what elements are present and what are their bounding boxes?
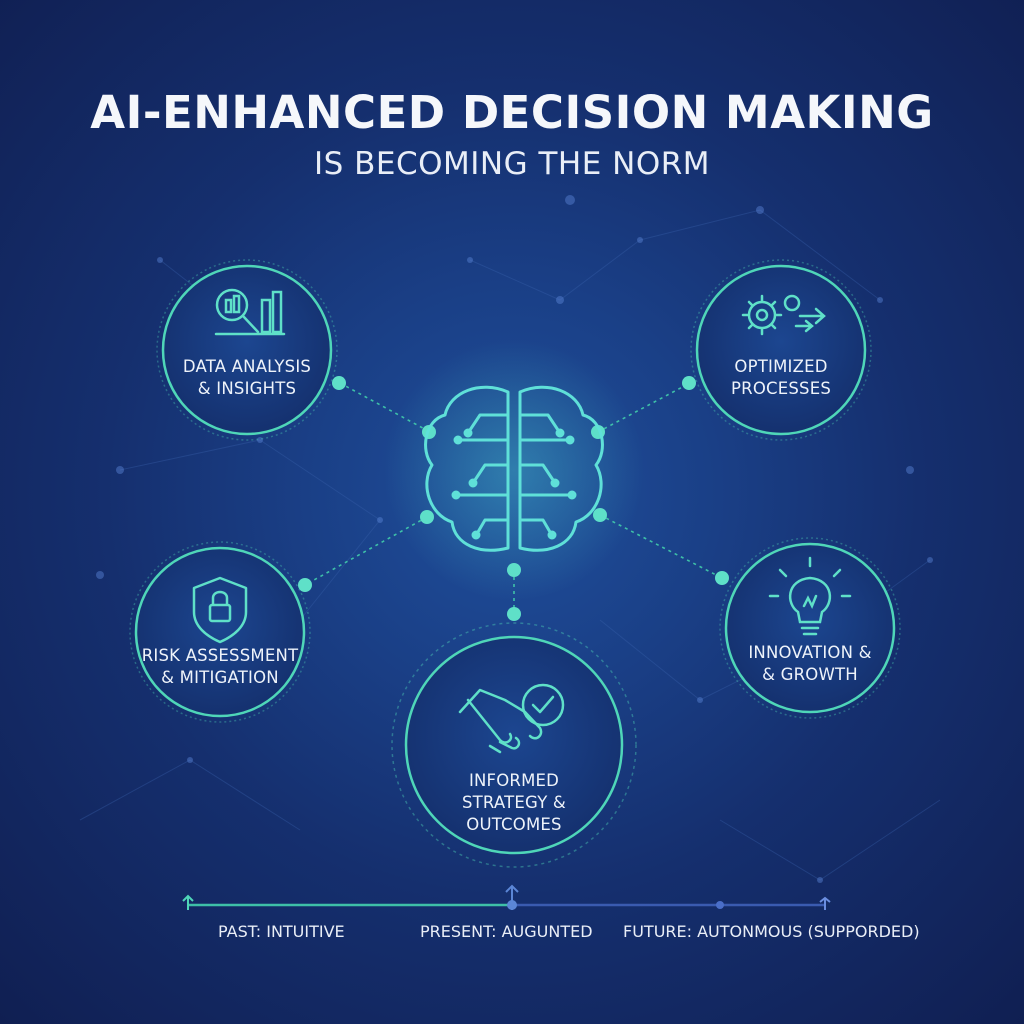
- node-data-line2: & INSIGHTS: [197, 379, 297, 398]
- brain-circuit-icon: [424, 385, 604, 552]
- timeline-past-label: PAST: INTUITIVE: [218, 922, 345, 941]
- node-risk-line1: RISK ASSESSMENT: [141, 646, 299, 665]
- node-strategy-line2: STRATEGY & OUTCOMES: [461, 793, 566, 834]
- page-title: AI-ENHANCED DECISION MAKING: [90, 86, 934, 139]
- timeline-present-label: PRESENT: AUGUNTED: [420, 922, 593, 941]
- page-subtitle: IS BECOMING THE NORM: [313, 146, 711, 182]
- node-risk-line2: & MITIGATION: [161, 668, 279, 687]
- node-innovation-line1: INNOVATION &: [748, 643, 872, 662]
- node-innovation-label: INNOVATION & & GROWTH: [730, 642, 890, 686]
- node-data-line1: DATA ANALYSIS: [182, 357, 312, 376]
- gears-arrows-icon: [741, 294, 826, 336]
- node-innovation-line2: & GROWTH: [762, 665, 858, 684]
- node-optimized-label: OPTIMIZED PROCESSES: [701, 356, 861, 400]
- node-strategy-line1: INFORMED: [468, 771, 560, 790]
- timeline-future-label: FUTURE: AUTONMOUS (SUPPORDED): [623, 922, 920, 941]
- handshake-check-icon: [458, 683, 565, 754]
- node-strategy-label: INFORMED STRATEGY & OUTCOMES: [414, 770, 614, 836]
- node-optimized-line2: PROCESSES: [731, 379, 831, 398]
- timeline: [182, 884, 831, 910]
- shield-lock-icon: [192, 576, 248, 644]
- lightbulb-icon: [768, 556, 852, 636]
- node-data-label: DATA ANALYSIS & INSIGHTS: [167, 356, 327, 400]
- connector-optimized: [597, 382, 691, 433]
- node-optimized-line1: OPTIMIZED: [734, 357, 828, 376]
- chart-magnifier-icon: [214, 288, 286, 336]
- node-risk-label: RISK ASSESSMENT & MITIGATION: [130, 645, 310, 689]
